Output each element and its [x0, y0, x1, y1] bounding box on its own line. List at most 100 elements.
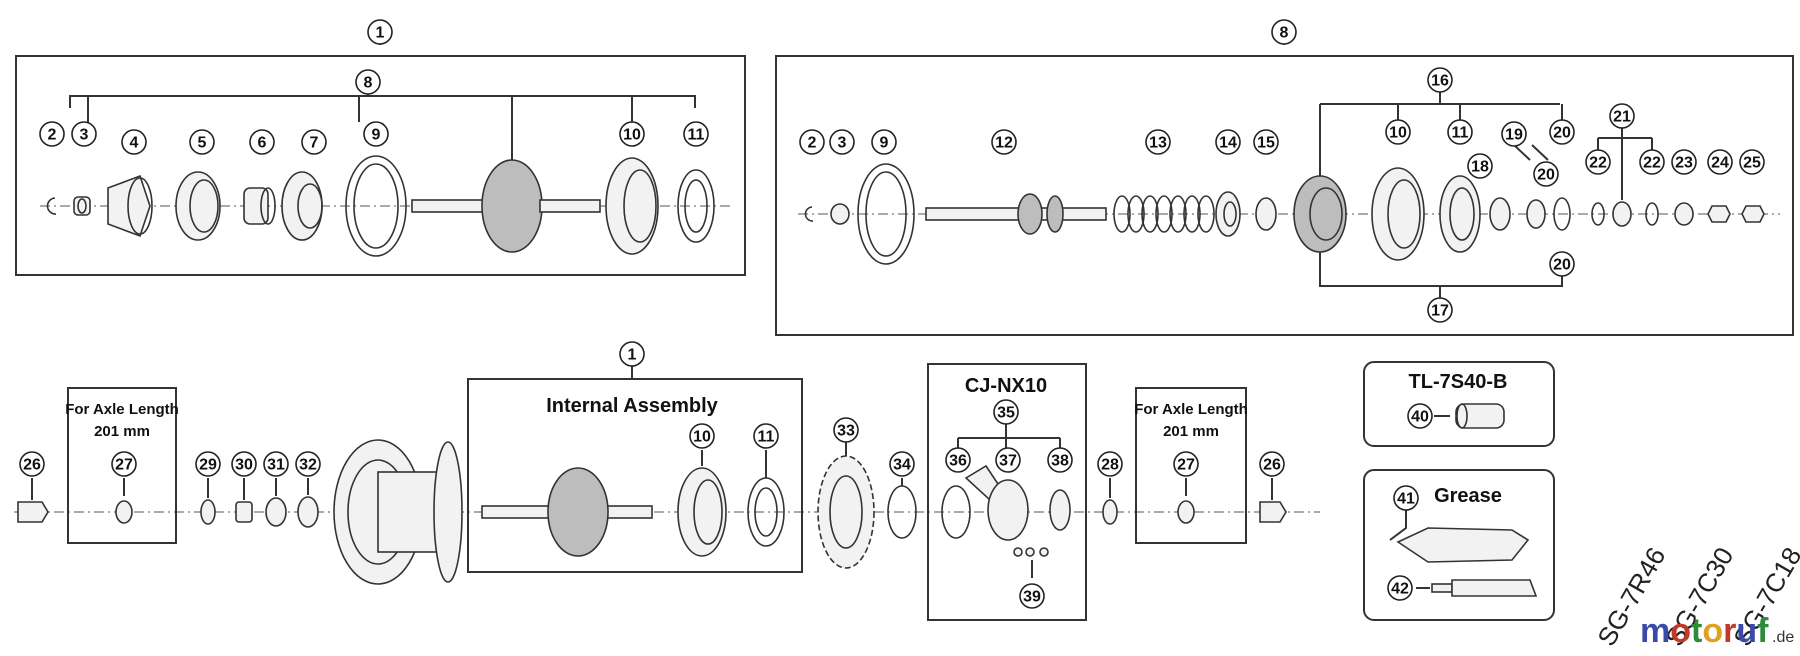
- callout-number: 39: [1023, 589, 1041, 606]
- callout-circle: [189, 129, 215, 155]
- tl-7s40-b-title: TL-7S40-B: [1409, 371, 1508, 393]
- callout-number: 24: [1711, 155, 1729, 172]
- callout-number: 22: [1643, 155, 1661, 172]
- callout-number: 30: [235, 457, 253, 474]
- callout-c7: 7: [301, 129, 327, 155]
- callout-circle: [1019, 583, 1045, 609]
- part-9-pawl-ring-right: [857, 163, 915, 265]
- callout-c23: 23: [1671, 149, 1697, 175]
- internal-assembly-exploded-left: [15, 32, 746, 276]
- callout-c30: 30: [231, 451, 257, 477]
- callout-circle: [1467, 153, 1493, 179]
- callout-circle: [1549, 119, 1575, 145]
- callout-c3b: 3: [829, 129, 855, 155]
- part-16-driver: [1293, 175, 1347, 253]
- part-13-spring: [1113, 195, 1215, 233]
- watermark-brand: motoruf: [1640, 612, 1769, 650]
- callout-c6: 6: [249, 129, 275, 155]
- part-2-clip: [46, 197, 57, 215]
- callout-number: 26: [23, 457, 41, 474]
- callout-number: 9: [372, 127, 381, 144]
- callout-c10a: 10: [619, 121, 645, 147]
- part-31-cone: [265, 478, 287, 527]
- callout-number: 9: [880, 135, 889, 152]
- part-15-spacer: [1255, 197, 1277, 231]
- part-7-carrier: [281, 171, 323, 241]
- callout-circle: [121, 129, 147, 155]
- callout-number: 28: [1101, 457, 1119, 474]
- axle-length-box-left: [67, 387, 177, 544]
- callout-number: 27: [115, 457, 133, 474]
- callout-circle: [263, 451, 289, 477]
- hub-shell: [333, 439, 463, 585]
- callout-c40: 40: [1407, 403, 1433, 429]
- callout-number: 1: [628, 347, 637, 364]
- part-30-nut: [235, 478, 253, 523]
- axle-length-right-line1: For Axle Length: [1134, 401, 1248, 418]
- callout-c8a: 8: [355, 69, 381, 95]
- callout-circle: [363, 121, 389, 147]
- callout-c15: 15: [1253, 129, 1279, 155]
- part-23-cone-nut: [1674, 202, 1694, 226]
- part-20-seal: [1553, 197, 1571, 231]
- callout-circle: [1739, 149, 1765, 175]
- callout-c20a: 20: [1549, 119, 1575, 145]
- callout-c32: 32: [295, 451, 321, 477]
- callout-c16: 16: [1427, 67, 1453, 93]
- callout-number: 1: [376, 25, 385, 42]
- callout-circle: [871, 129, 897, 155]
- part-24-washer: [1707, 205, 1731, 223]
- callout-number: 34: [893, 457, 911, 474]
- callout-number: 32: [299, 457, 317, 474]
- callout-c11a: 11: [683, 121, 709, 147]
- callout-number: 15: [1257, 135, 1275, 152]
- part-21-lock-nut: [1612, 201, 1632, 227]
- callout-c42: 42: [1387, 575, 1413, 601]
- callout-circle: [19, 451, 45, 477]
- callout-c22b: 22: [1639, 149, 1665, 175]
- internal-assembly-exploded-right: [775, 32, 1794, 336]
- callout-circle: [1549, 251, 1575, 277]
- part-14-bearing: [1215, 191, 1241, 237]
- callout-number: 10: [1389, 125, 1407, 142]
- callout-circle: [1585, 149, 1611, 175]
- callout-c14: 14: [1215, 129, 1241, 155]
- callout-c21: 21: [1609, 103, 1635, 129]
- callout-c22a: 22: [1585, 149, 1611, 175]
- callout-number: 4: [130, 135, 139, 152]
- callout-circle: [1407, 403, 1433, 429]
- callout-c27a: 27: [111, 451, 137, 477]
- callout-circle: [619, 341, 645, 367]
- callout-circle: [39, 121, 65, 147]
- internal-assembly-box: [467, 366, 803, 573]
- callout-circle: [1501, 121, 1527, 147]
- callout-circle: [1639, 149, 1665, 175]
- callout-number: 33: [837, 423, 855, 440]
- callout-c17: 17: [1427, 297, 1453, 323]
- tl-7s40-b-box: [1363, 361, 1555, 447]
- callout-circle: [1253, 129, 1279, 155]
- part-3-cone-right: [830, 203, 850, 225]
- watermark: motoruf.de: [1640, 612, 1794, 650]
- part-11-cone-right: [1439, 175, 1481, 253]
- callout-number: 38: [1051, 453, 1069, 470]
- callout-circle: [1533, 161, 1559, 187]
- callout-c34: 34: [889, 451, 915, 477]
- callout-c19: 19: [1501, 121, 1527, 147]
- callout-c20c: 20: [1549, 251, 1575, 277]
- callout-circle: [231, 451, 257, 477]
- callout-number: 27: [1177, 457, 1195, 474]
- callout-c4: 4: [121, 129, 147, 155]
- assembly-frame-left: [15, 55, 746, 276]
- callout-circle: [1047, 447, 1073, 473]
- callout-number: 12: [995, 135, 1013, 152]
- callout-circle: [111, 451, 137, 477]
- callout-number: 3: [80, 127, 89, 144]
- callout-number: 25: [1743, 155, 1761, 172]
- part-32-dust-cap: [297, 478, 319, 528]
- part-26-axle-nut-right: [1259, 478, 1287, 523]
- callout-c27b: 27: [1173, 451, 1199, 477]
- callout-circle: [753, 423, 779, 449]
